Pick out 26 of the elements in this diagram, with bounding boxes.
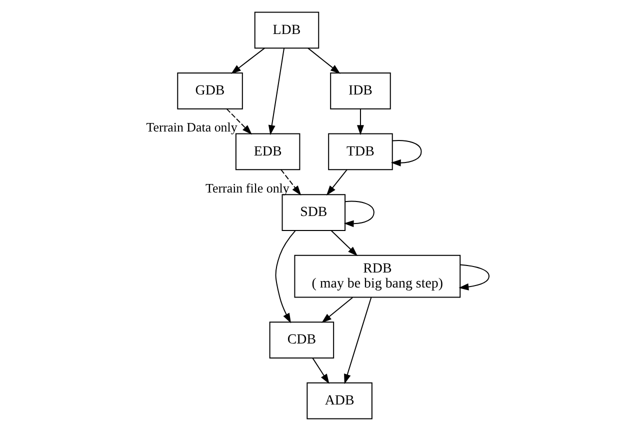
node-box: TDB — [328, 133, 393, 170]
arrow — [275, 230, 296, 324]
arrow — [330, 230, 358, 256]
arrow — [326, 169, 348, 196]
node-box: CDB — [269, 322, 334, 358]
node-box: GDB — [177, 72, 243, 110]
arrow — [344, 200, 374, 228]
edge-label: Terrain Data only — [146, 119, 238, 134]
node-box: LDB — [254, 12, 320, 49]
node-box: EDB — [235, 133, 300, 170]
arrow — [268, 48, 285, 136]
node-box: RDB ( may be big bang step) — [294, 254, 461, 298]
arrow — [344, 296, 372, 384]
arrow — [356, 108, 364, 136]
arrow — [322, 297, 354, 323]
arrow — [458, 264, 490, 290]
arrow — [312, 358, 330, 384]
arrow — [230, 48, 266, 74]
edge-label: Terrain file only — [205, 180, 290, 196]
arrow — [308, 48, 340, 74]
node-box: IDB — [330, 72, 391, 110]
node-box: ADB — [306, 382, 372, 420]
arrow — [280, 169, 302, 196]
arrow — [226, 108, 252, 135]
arrow — [390, 140, 422, 166]
node-box: SDB — [282, 194, 346, 231]
